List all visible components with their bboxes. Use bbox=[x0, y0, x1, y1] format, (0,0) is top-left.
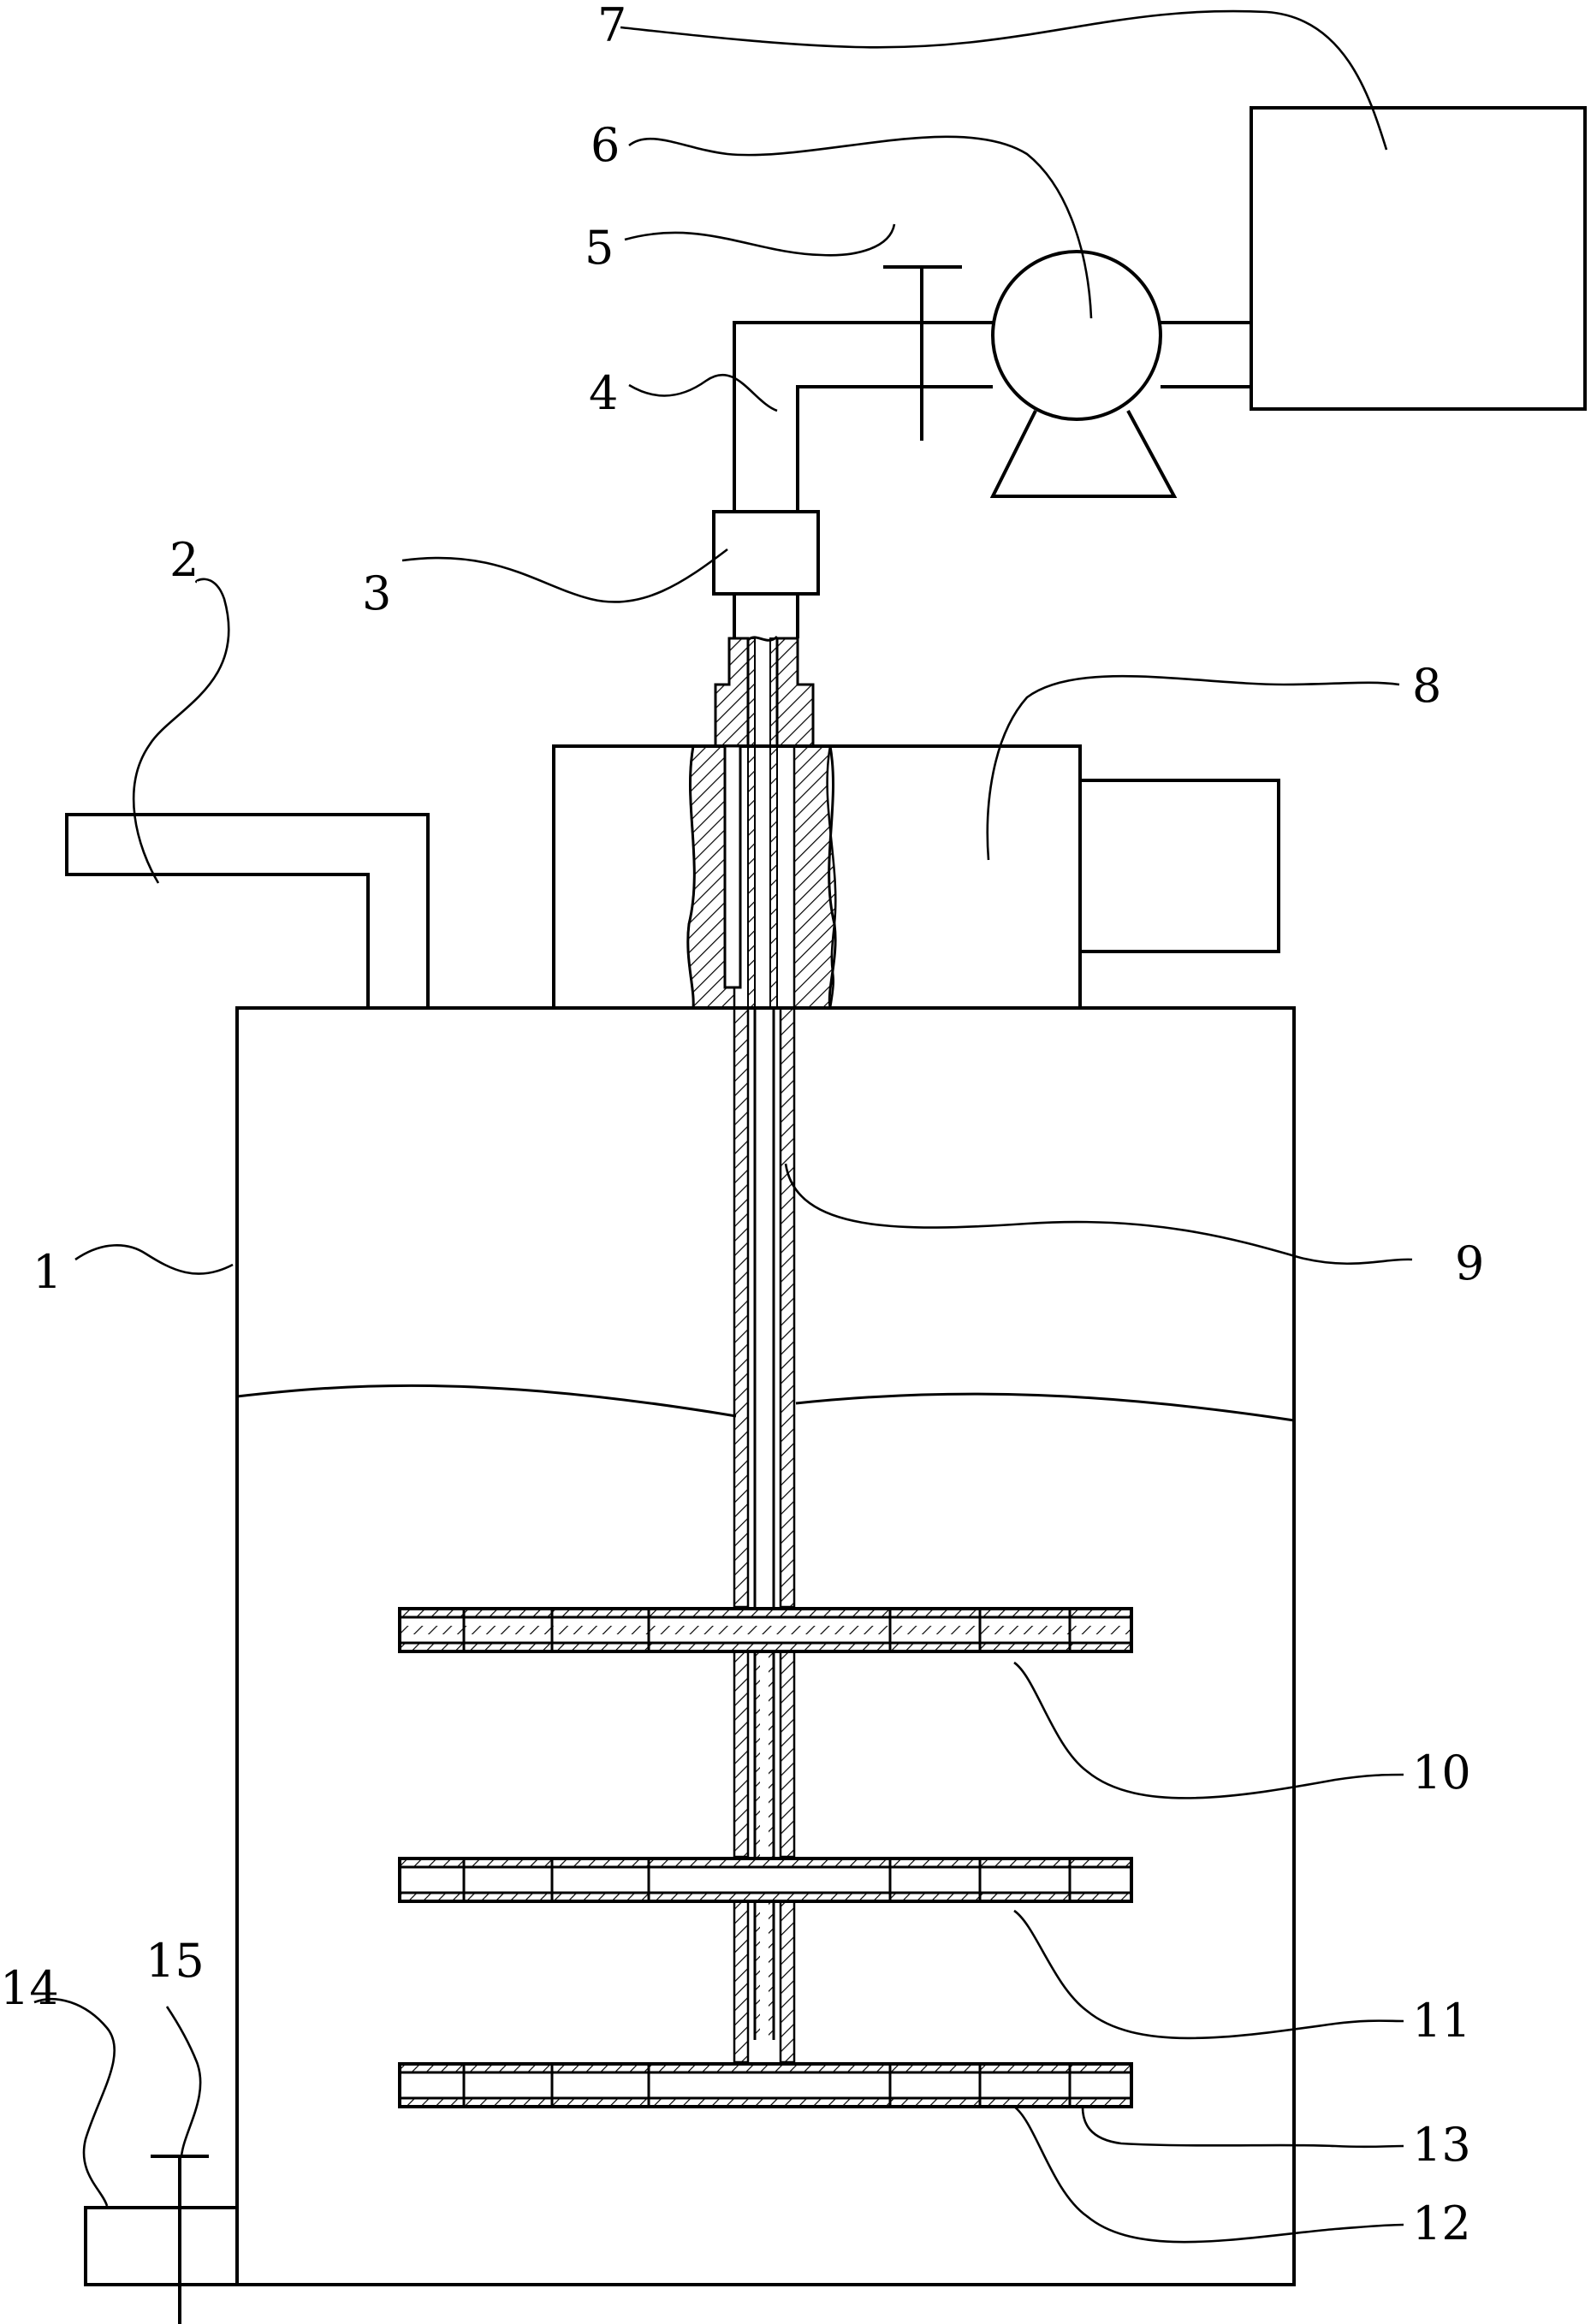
liquid-level bbox=[236, 1384, 1295, 1422]
label-14: 14 bbox=[0, 1961, 59, 2015]
label-15: 15 bbox=[145, 1934, 205, 1988]
label-3: 3 bbox=[362, 566, 391, 620]
storage-tank bbox=[1250, 106, 1587, 411]
blade-middle bbox=[398, 1857, 1133, 1903]
label-13: 13 bbox=[1412, 2118, 1471, 2172]
label-5: 5 bbox=[585, 221, 614, 275]
tank bbox=[235, 1006, 1296, 2286]
part-labels: 1 2 3 4 5 6 7 8 9 10 11 13 12 14 15 bbox=[0, 0, 1484, 2250]
label-9: 9 bbox=[1455, 1236, 1484, 1290]
shaft-top bbox=[733, 594, 799, 638]
label-4: 4 bbox=[589, 366, 618, 420]
hollow-shaft bbox=[733, 635, 796, 2064]
label-10: 10 bbox=[1412, 1746, 1471, 1799]
label-2: 2 bbox=[169, 533, 199, 587]
rotary-joint bbox=[712, 510, 820, 596]
label-1: 1 bbox=[33, 1245, 62, 1299]
leader-lines bbox=[33, 9, 1413, 2244]
blade-lower bbox=[398, 2062, 1133, 2108]
label-8: 8 bbox=[1412, 659, 1441, 713]
label-7: 7 bbox=[597, 0, 626, 52]
stirring-blades bbox=[398, 1607, 1133, 2108]
elbow-pipe bbox=[733, 321, 993, 512]
label-6: 6 bbox=[591, 118, 620, 172]
shaft-coupling bbox=[714, 637, 815, 748]
valve bbox=[883, 265, 962, 441]
blade-upper bbox=[398, 1607, 1133, 1653]
motor-housing bbox=[552, 744, 1280, 1010]
feed-pipe bbox=[65, 813, 430, 1008]
drain-valve bbox=[151, 2155, 209, 2324]
label-11: 11 bbox=[1412, 1994, 1471, 2048]
pump bbox=[989, 250, 1251, 498]
drain-outlet bbox=[84, 2206, 237, 2286]
label-12: 12 bbox=[1412, 2197, 1471, 2250]
